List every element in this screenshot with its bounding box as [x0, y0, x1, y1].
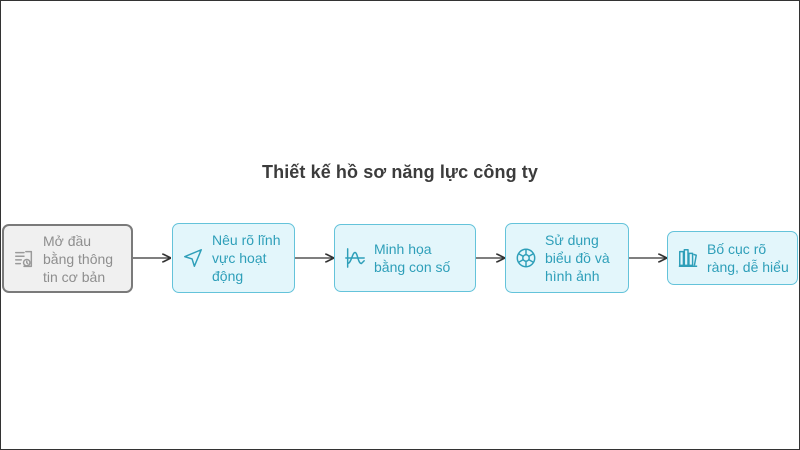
function-graph-icon	[343, 246, 367, 270]
step-illustrate-with-numbers: Minh họa bằng con số	[334, 224, 476, 292]
navigation-arrow-icon	[181, 246, 205, 270]
step-state-business-field: Nêu rõ lĩnh vực hoạt động	[172, 223, 295, 293]
step-label: Bố cục rõ ràng, dễ hiểu	[707, 241, 789, 275]
step-label: Minh họa bằng con số	[374, 241, 451, 275]
step-label: Sử dụng biểu đồ và hình ảnh	[545, 232, 610, 284]
diagram-title: Thiết kế hồ sơ năng lực công ty	[262, 162, 538, 182]
document-icon	[12, 247, 36, 271]
aperture-chart-icon	[514, 246, 538, 270]
step-label: Nêu rõ lĩnh vực hoạt động	[212, 232, 281, 284]
books-icon	[676, 246, 700, 270]
step-label: Mở đầu bằng thông tin cơ bản	[43, 232, 114, 285]
step-opening-basic-info: Mở đầu bằng thông tin cơ bản	[2, 224, 133, 293]
step-use-charts-and-images: Sử dụng biểu đồ và hình ảnh	[505, 223, 629, 293]
step-clear-layout: Bố cục rõ ràng, dễ hiểu	[667, 231, 798, 285]
